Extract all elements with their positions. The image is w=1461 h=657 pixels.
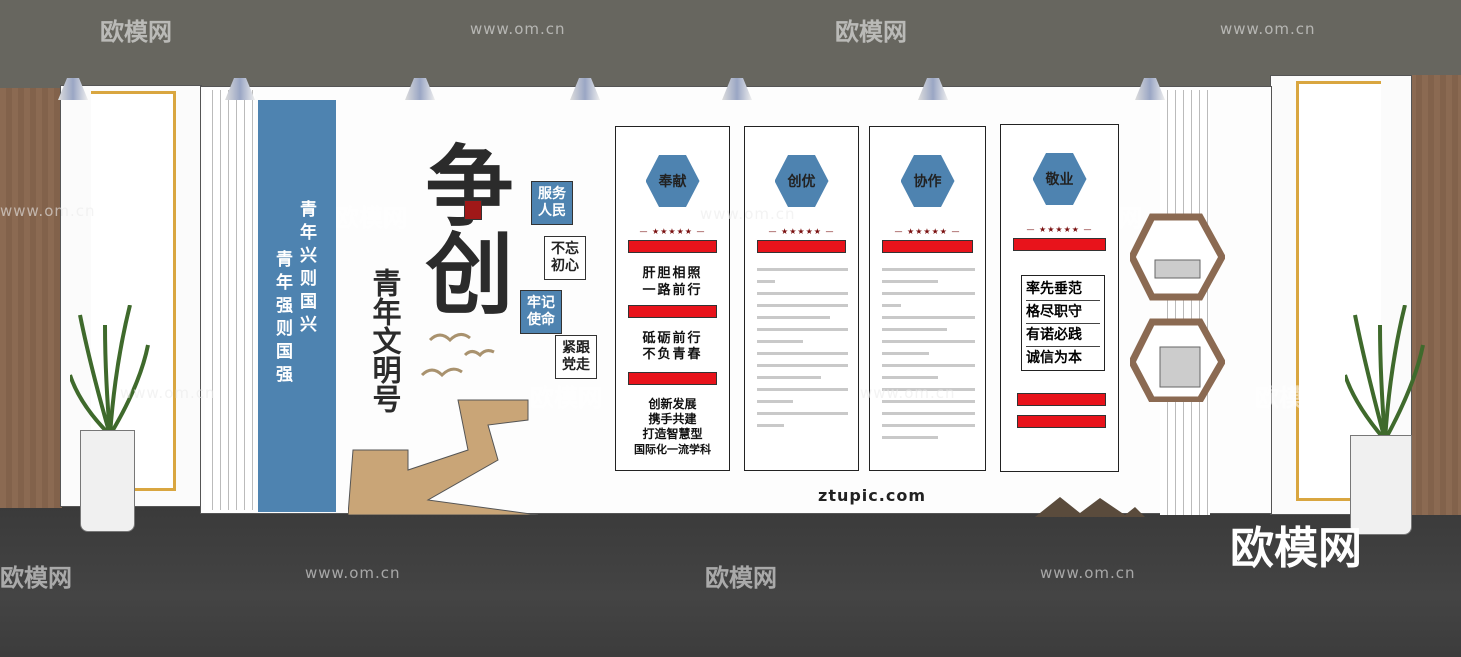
panel-text: 砥砺前行 bbox=[642, 331, 703, 346]
stars-divider: — ★★★★★ — bbox=[1026, 225, 1093, 234]
spotlight bbox=[570, 78, 600, 100]
red-heading-bar bbox=[628, 240, 717, 253]
panel-text: 肝胆相照 bbox=[642, 266, 703, 281]
watermark-url: www.om.cn bbox=[860, 384, 956, 402]
main-title: 争创 bbox=[411, 140, 515, 316]
panel-hex-title: 奉献 bbox=[645, 155, 700, 207]
red-heading-bar bbox=[628, 372, 717, 385]
wood-wall-right bbox=[1410, 75, 1461, 515]
watermark-url: www.om.cn bbox=[120, 384, 216, 402]
motto-line: 格尽职守 bbox=[1026, 301, 1100, 324]
watermark-url: www.om.cn bbox=[0, 202, 96, 220]
spotlight bbox=[722, 78, 752, 100]
slogan-line-1: 青年兴则国兴 bbox=[296, 200, 316, 338]
hexagon-shelves bbox=[1130, 213, 1225, 402]
spotlight bbox=[1135, 78, 1165, 100]
watermark-logo: 欧模网 bbox=[705, 564, 777, 592]
tag-mission: 牢记使命 bbox=[520, 290, 562, 334]
motto-line: 率先垂范 bbox=[1026, 278, 1100, 301]
mountains-graphic bbox=[1035, 497, 1145, 517]
watermark-logo: 欧模网 bbox=[100, 18, 172, 46]
red-contact-bar bbox=[1017, 393, 1106, 406]
plant-pot-left bbox=[80, 430, 135, 532]
red-contact-bar bbox=[1017, 415, 1106, 428]
spotlight bbox=[225, 78, 255, 100]
panel-text: 不负青春 bbox=[642, 347, 703, 362]
watermark-url: www.om.cn bbox=[1220, 20, 1316, 38]
tag-follow-party: 紧跟党走 bbox=[555, 335, 597, 379]
spotlight bbox=[405, 78, 435, 100]
watermark-logo: 欧模网 bbox=[1070, 204, 1142, 232]
panel-cooperation: 协作 — ★★★★★ — bbox=[869, 126, 986, 471]
blue-banner: 青年兴则国兴 青年强则国强 bbox=[258, 100, 336, 512]
watermark-url: www.om.cn bbox=[700, 205, 796, 223]
watermark-big-logo: 欧模网 bbox=[1230, 523, 1362, 574]
stars-divider: — ★★★★★ — bbox=[768, 227, 835, 236]
plant-right bbox=[1345, 305, 1425, 440]
floor bbox=[0, 505, 1461, 657]
right-pillar bbox=[1270, 75, 1412, 515]
seal-stamp bbox=[464, 200, 482, 220]
red-heading-bar bbox=[757, 240, 846, 253]
panel-text: 国际化一流学科 bbox=[634, 443, 711, 456]
wood-wall-left bbox=[0, 88, 62, 508]
watermark-logo: 欧模网 bbox=[335, 204, 407, 232]
tag-original-aspiration: 不忘初心 bbox=[544, 236, 586, 280]
watermark-logo: 欧模网 bbox=[530, 384, 602, 412]
motto-line: 诚信为本 bbox=[1026, 350, 1082, 366]
panel-text: 创新发展 bbox=[648, 397, 697, 411]
fine-print bbox=[757, 259, 848, 436]
red-heading-bar bbox=[1013, 238, 1106, 251]
birds-icon bbox=[420, 333, 495, 378]
panel-excellence: 创优 — ★★★★★ — bbox=[744, 126, 859, 471]
wall-fins-right bbox=[1160, 90, 1210, 515]
plant-left bbox=[70, 305, 150, 435]
watermark-logo: 欧模网 bbox=[0, 564, 72, 592]
watermark-url: www.om.cn bbox=[1040, 564, 1136, 582]
spotlight bbox=[918, 78, 948, 100]
great-wall-graphic bbox=[348, 399, 539, 515]
panel-text: 一路前行 bbox=[642, 283, 703, 298]
pillar-frame bbox=[1296, 81, 1381, 501]
stars-divider: — ★★★★★ — bbox=[639, 227, 706, 236]
panel-text: 打造智慧型 bbox=[642, 427, 703, 441]
panel-hex-title: 协作 bbox=[900, 155, 955, 207]
wall-fins-left bbox=[205, 90, 255, 510]
watermark-logo: 欧模网 bbox=[1255, 384, 1327, 412]
red-heading-bar bbox=[882, 240, 973, 253]
stars-divider: — ★★★★★ — bbox=[894, 227, 961, 236]
motto-box: 率先垂范 格尽职守 有诺必践 诚信为本 bbox=[1021, 275, 1105, 371]
panel-text: 携手共建 bbox=[648, 412, 697, 426]
panel-hex-title: 创优 bbox=[774, 155, 829, 207]
panel-hex-title: 敬业 bbox=[1032, 153, 1087, 205]
watermark-url: www.om.cn bbox=[305, 564, 401, 582]
ceiling bbox=[0, 0, 1461, 92]
spotlight bbox=[58, 78, 88, 100]
sub-title: 青年文明号 bbox=[368, 268, 402, 413]
tag-serve-people: 服务人民 bbox=[531, 181, 573, 225]
watermark-url: www.om.cn bbox=[470, 20, 566, 38]
motto-line: 有诺必践 bbox=[1026, 324, 1100, 347]
slogan-line-2: 青年强则国强 bbox=[272, 250, 292, 388]
site-text: ztupic.com bbox=[818, 486, 926, 505]
plant-pot-right bbox=[1350, 435, 1412, 535]
fine-print bbox=[882, 259, 975, 448]
watermark-logo: 欧模网 bbox=[835, 18, 907, 46]
panel-dedication-to-work: 敬业 — ★★★★★ — 率先垂范 格尽职守 有诺必践 诚信为本 bbox=[1000, 124, 1119, 472]
panel-dedication: 奉献 — ★★★★★ — 肝胆相照 一路前行 砥砺前行 不负青春 创新发展 携手… bbox=[615, 126, 730, 471]
red-heading-bar bbox=[628, 305, 717, 318]
